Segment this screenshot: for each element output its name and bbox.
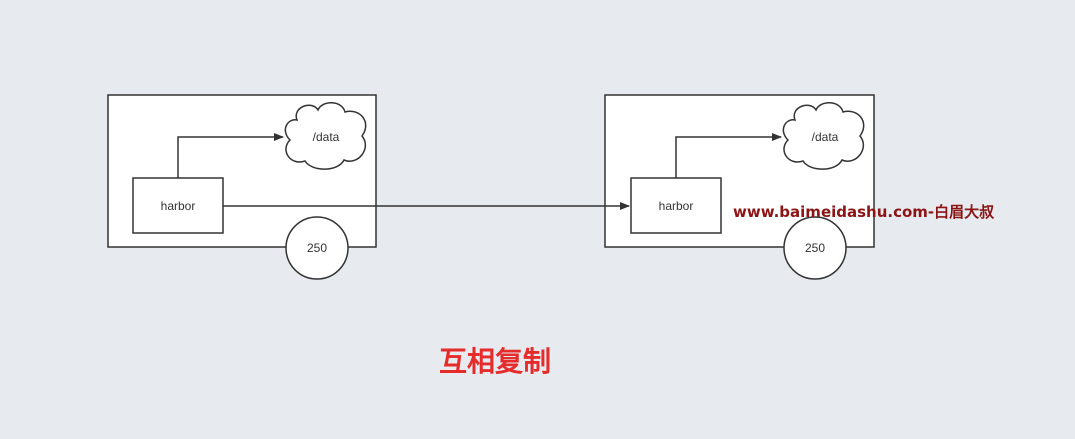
right-storage-cloud: /data <box>782 102 865 170</box>
right-host: /data harbor 250 <box>604 94 875 280</box>
right-storage-label: /data <box>812 130 839 144</box>
left-node-label: 250 <box>307 241 327 255</box>
left-harbor-box <box>132 177 224 234</box>
left-node-circle-shape <box>285 216 349 280</box>
watermark-text: www.baimeidashu.com-白眉大叔 <box>733 203 995 221</box>
left-harbor-label: harbor <box>161 199 196 213</box>
cloud-icon <box>782 102 865 170</box>
left-harbor-node: harbor <box>132 177 224 234</box>
right-node-circle: 250 <box>783 216 847 280</box>
cloud-icon <box>284 102 367 170</box>
left-storage-cloud: /data <box>284 102 367 170</box>
right-harbor-box <box>630 177 722 234</box>
right-harbor-label: harbor <box>659 199 694 213</box>
left-host: /data harbor 250 <box>107 94 377 280</box>
right-storage-connector <box>675 133 782 178</box>
left-storage-connector <box>177 133 284 178</box>
left-node-circle: 250 <box>285 216 349 280</box>
right-harbor-node: harbor <box>630 177 722 234</box>
right-node-circle-shape <box>783 216 847 280</box>
right-node-label: 250 <box>805 241 825 255</box>
left-storage-label: /data <box>313 130 340 144</box>
diagram-caption: 互相复制 <box>439 345 552 378</box>
